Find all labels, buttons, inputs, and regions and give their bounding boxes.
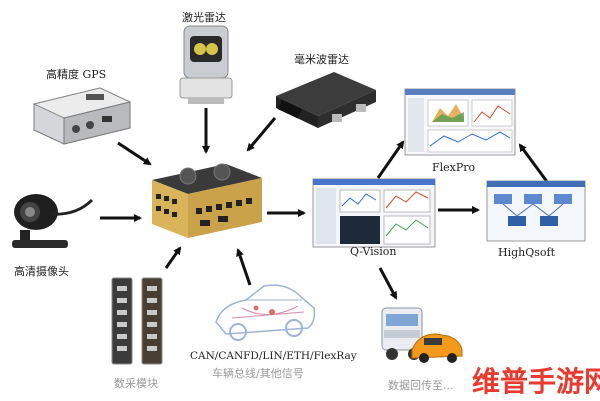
label-bus-line1: CAN/CANFD/LIN/ETH/FlexRay	[190, 350, 357, 362]
flexpro-screen	[404, 88, 516, 156]
arrow-daq-to-logger	[164, 246, 182, 269]
lidar-device	[178, 24, 234, 106]
label-flexpro: FlexPro	[432, 161, 476, 174]
label-bus-line2: 车辆总线/其他信号	[212, 367, 304, 380]
arrow-mmwave-to-logger	[246, 117, 277, 152]
daq-modules-device	[108, 274, 168, 368]
watermark-text: 维普手游网	[472, 365, 600, 398]
gps-device	[30, 84, 134, 146]
vehicle-bus-car	[212, 278, 318, 344]
data-logger-device	[146, 158, 266, 242]
arrow-qvision-to-flexpro	[376, 140, 405, 179]
label-datareturn: 数据回传至...	[388, 379, 454, 392]
arrow-car-to-logger	[236, 248, 252, 286]
arrow-highqsoft-to-flexpro	[518, 143, 550, 184]
camera-device	[6, 186, 96, 258]
qvision-screen	[312, 178, 436, 248]
label-mmwave: 毫米波雷达	[294, 53, 349, 66]
label-lidar: 激光雷达	[182, 11, 226, 24]
label-gps: 高精度 GPS	[46, 68, 107, 81]
label-highqsoft: HighQsoft	[498, 246, 556, 259]
highqsoft-screen	[486, 180, 586, 242]
mmwave-radar-device	[272, 66, 380, 132]
arrow-qvision-to-truck	[378, 267, 398, 300]
truck-car-device	[378, 300, 464, 370]
label-camera: 高清摄像头	[14, 265, 69, 278]
label-daq: 数采模块	[114, 377, 158, 390]
label-qvision: Q-Vision	[350, 245, 397, 258]
watermark-logo: 维普手游网	[472, 360, 600, 400]
arrow-gps-to-logger	[117, 141, 152, 166]
